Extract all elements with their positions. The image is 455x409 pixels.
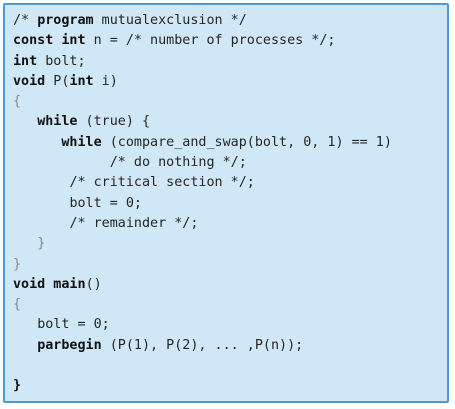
- code-keyword: while: [37, 114, 78, 130]
- code-keyword: int: [69, 73, 94, 89]
- code-keyword: }: [13, 378, 22, 394]
- code-line: }: [13, 255, 392, 275]
- code-line: [13, 356, 392, 376]
- code-text: (): [85, 276, 102, 292]
- code-line: while (true) {: [13, 112, 392, 132]
- code-text: }: [37, 236, 46, 252]
- code-text: P(: [45, 73, 70, 89]
- code-line: bolt = 0;: [13, 315, 392, 335]
- code-text: n = /* number of processes */;: [85, 33, 336, 49]
- code-indent: [13, 236, 37, 251]
- code-indent: [13, 338, 37, 353]
- code-keyword: void: [13, 73, 46, 89]
- code-text: i): [93, 73, 118, 89]
- code-indent: [13, 175, 69, 190]
- code-keyword: const int: [13, 33, 86, 49]
- code-line: /* critical section */;: [13, 173, 392, 193]
- code-line: /* remainder */;: [13, 214, 392, 234]
- code-line: }: [13, 234, 392, 254]
- code-indent: [13, 196, 69, 211]
- code-line: parbegin (P(1), P(2), ... ,P(n));: [13, 336, 392, 356]
- code-text: (compare_and_swap(bolt, 0, 1) == 1): [101, 134, 392, 150]
- code-line: void main(): [13, 275, 392, 295]
- code-line: /* do nothing */;: [13, 153, 392, 173]
- code-line: const int n = /* number of processes */;: [13, 31, 392, 51]
- code-text: /* do nothing */;: [109, 155, 247, 171]
- code-indent: [13, 135, 61, 150]
- code-text: (P(1), P(2), ... ,P(n));: [101, 337, 304, 353]
- code-text: /* critical section */;: [69, 175, 255, 191]
- code-indent: [13, 114, 37, 129]
- code-indent: [13, 216, 69, 231]
- code-keyword: int: [13, 53, 38, 69]
- code-text: /*: [13, 13, 38, 28]
- code-text: }: [13, 256, 22, 272]
- code-keyword: program: [37, 13, 94, 28]
- code-text: {: [13, 297, 22, 313]
- code-text: bolt = 0;: [37, 317, 110, 333]
- code-text: mutualexclusion */: [93, 13, 247, 28]
- code-text: bolt = 0;: [69, 195, 142, 211]
- code-line: {: [13, 92, 392, 112]
- code-keyword: while: [61, 134, 102, 150]
- code-indent: [13, 317, 37, 332]
- code-line: bolt = 0;: [13, 194, 392, 214]
- code-line: }: [13, 376, 392, 396]
- code-line: void P(int i): [13, 72, 392, 92]
- code-keyword: parbegin: [37, 337, 102, 353]
- code-listing-box: /* program mutualexclusion */const int n…: [3, 3, 449, 403]
- code-text: {: [13, 94, 22, 110]
- code-line: {: [13, 295, 392, 315]
- code-line: while (compare_and_swap(bolt, 0, 1) == 1…: [13, 133, 392, 153]
- code-text: bolt;: [37, 53, 86, 69]
- code-line: int bolt;: [13, 52, 392, 72]
- code-indent: [13, 155, 110, 170]
- code-keyword: void main: [13, 276, 86, 292]
- code-line: /* program mutualexclusion */: [13, 11, 392, 31]
- code-listing: /* program mutualexclusion */const int n…: [13, 11, 392, 397]
- code-text: /* remainder */;: [69, 215, 199, 231]
- code-text: (true) {: [77, 114, 151, 130]
